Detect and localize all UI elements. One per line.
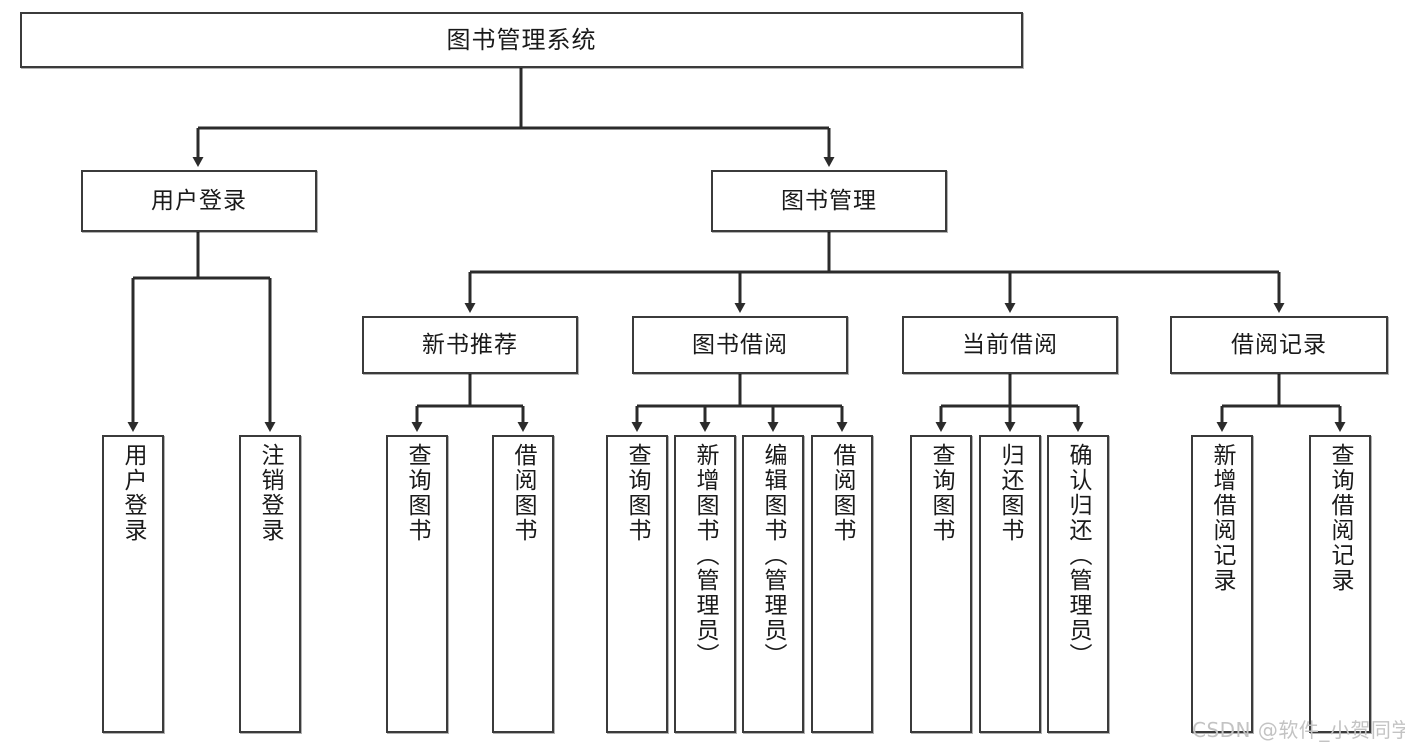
- node-user-login[interactable]: 用户登录: [81, 170, 317, 232]
- node-label: 新增借阅记录: [1209, 443, 1236, 593]
- node-book-management[interactable]: 图书管理: [711, 170, 947, 232]
- node-label: 借阅图书: [829, 443, 856, 543]
- leaf-borrow-book-recommend[interactable]: 借阅图书: [492, 435, 554, 733]
- leaf-edit-book-admin[interactable]: 编辑图书（管理员）: [742, 435, 804, 733]
- node-label: 新增图书（管理员）: [692, 443, 719, 668]
- leaf-query-book-borrow[interactable]: 查询图书: [606, 435, 668, 733]
- leaf-return-book[interactable]: 归还图书: [979, 435, 1041, 733]
- leaf-confirm-return-admin[interactable]: 确认归还（管理员）: [1047, 435, 1109, 733]
- node-label: 编辑图书（管理员）: [760, 443, 787, 668]
- node-label: 新书推荐: [422, 331, 518, 358]
- node-borrow-records[interactable]: 借阅记录: [1170, 316, 1388, 374]
- leaf-add-borrow-record[interactable]: 新增借阅记录: [1191, 435, 1253, 733]
- leaf-query-book-current[interactable]: 查询图书: [910, 435, 972, 733]
- leaf-user-login[interactable]: 用户登录: [102, 435, 164, 733]
- node-label: 查询图书: [928, 443, 955, 543]
- leaf-logout[interactable]: 注销登录: [239, 435, 301, 733]
- node-current-borrow[interactable]: 当前借阅: [902, 316, 1118, 374]
- leaf-add-book-admin[interactable]: 新增图书（管理员）: [674, 435, 736, 733]
- leaf-borrow-book[interactable]: 借阅图书: [811, 435, 873, 733]
- node-label: 用户登录: [151, 187, 247, 214]
- node-label: 当前借阅: [962, 331, 1058, 358]
- node-label: 查询图书: [404, 443, 431, 543]
- node-root-system[interactable]: 图书管理系统: [20, 12, 1023, 68]
- node-label: 注销登录: [257, 443, 284, 543]
- node-label: 用户登录: [120, 443, 147, 543]
- node-label: 图书管理: [781, 187, 877, 214]
- node-label: 归还图书: [997, 443, 1024, 543]
- node-label: 借阅记录: [1231, 331, 1327, 358]
- node-new-book-recommend[interactable]: 新书推荐: [362, 316, 578, 374]
- node-label: 查询图书: [624, 443, 651, 543]
- node-label: 查询借阅记录: [1327, 443, 1354, 593]
- node-label: 图书借阅: [692, 331, 788, 358]
- node-book-borrow[interactable]: 图书借阅: [632, 316, 848, 374]
- leaf-query-book-recommend[interactable]: 查询图书: [386, 435, 448, 733]
- node-label: 借阅图书: [510, 443, 537, 543]
- node-label: 确认归还（管理员）: [1065, 443, 1092, 668]
- leaf-query-borrow-record[interactable]: 查询借阅记录: [1309, 435, 1371, 733]
- node-label: 图书管理系统: [446, 26, 597, 54]
- csdn-watermark: CSDN @软件_小贺同学: [1192, 718, 1405, 742]
